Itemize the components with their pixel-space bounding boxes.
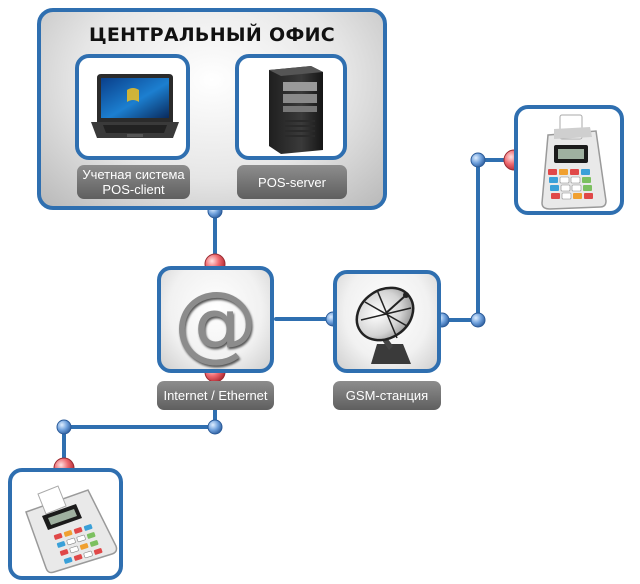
laptop-tile[interactable] — [75, 54, 190, 160]
link-gsm-register — [440, 158, 516, 322]
gsm-label-text: GSM-станция — [345, 388, 429, 403]
server-tile[interactable] — [235, 54, 347, 160]
client-label-line2: POS-client — [102, 182, 165, 197]
cash-register-icon — [541, 114, 607, 210]
node-blue — [470, 152, 486, 168]
gsm-station-tile[interactable] — [333, 270, 441, 373]
server-label-text: POS-server — [258, 174, 326, 190]
server-tower-icon — [269, 66, 323, 154]
client-label-line1: Учетная система — [82, 167, 185, 182]
internet-tile[interactable]: @ — [157, 266, 274, 373]
node-blue — [207, 419, 223, 435]
satellite-dish-icon — [355, 286, 415, 364]
server-label: POS-server — [237, 165, 347, 199]
node-blue — [56, 419, 72, 435]
gsm-label: GSM-станция — [333, 381, 441, 410]
cash-register-tile-local[interactable] — [8, 468, 123, 580]
cash-register-icon — [25, 485, 118, 574]
at-sign-icon: @ — [173, 273, 258, 371]
client-label: Учетная система POS-client — [77, 165, 190, 199]
internet-label-text: Internet / Ethernet — [163, 388, 268, 403]
node-blue — [470, 312, 486, 328]
internet-label: Internet / Ethernet — [157, 381, 274, 410]
laptop-icon — [91, 74, 179, 138]
office-title: ЦЕНТРАЛЬНЫЙ ОФИС — [88, 24, 336, 46]
cash-register-tile-remote[interactable] — [514, 105, 624, 215]
